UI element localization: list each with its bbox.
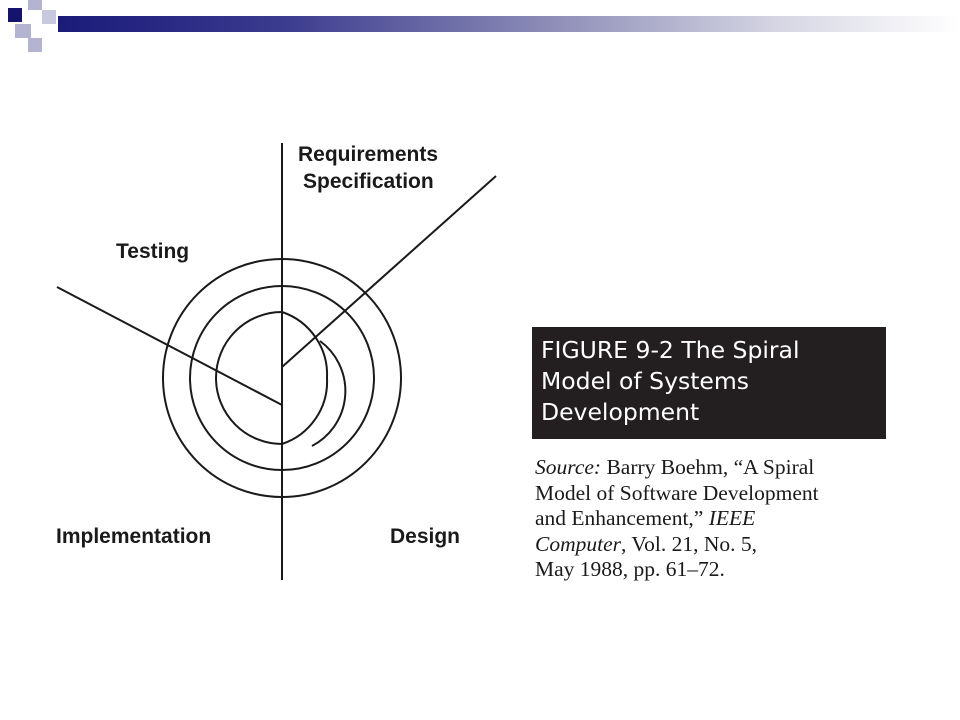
source-line3-text: and Enhancement,”	[535, 506, 709, 530]
source-line1-text: Barry Boehm, “A Spiral	[601, 455, 815, 479]
spiral-center-arc	[311, 340, 347, 447]
requirements-label-line1: Requirements	[298, 143, 439, 166]
figure-caption-line3: Development	[541, 398, 700, 426]
source-journal-part2: Computer	[535, 531, 621, 556]
spiral-arc-right-outer	[281, 258, 402, 498]
header-gradient-bar	[58, 16, 960, 32]
source-line-1: Source: Barry Boehm, “A Spiral	[535, 455, 895, 481]
source-line4-text: , Vol. 21, No. 5,	[621, 531, 757, 556]
header-square-light-3	[42, 10, 56, 24]
spiral-turn-outer	[162, 258, 283, 498]
requirements-spoke-line	[281, 175, 497, 368]
header-square-light-2	[15, 24, 31, 38]
source-journal-part1: IEEE	[708, 506, 756, 530]
testing-spoke-line	[56, 286, 283, 406]
header-square-light-1	[28, 0, 42, 10]
header-square-light-4	[28, 38, 42, 52]
figure-caption-line1: FIGURE 9-2 The Spiral	[541, 336, 800, 364]
source-line-4: Computer, Vol. 21, No. 5,	[535, 532, 895, 558]
spiral-arc-right-inner	[281, 311, 329, 379]
requirements-specification-label: Requirements Specification	[298, 141, 438, 195]
spiral-arc-right-middle	[281, 285, 375, 471]
source-line-2: Model of Software Development	[535, 480, 819, 505]
design-label: Design	[390, 525, 461, 548]
source-line-3: and Enhancement,” IEEE	[535, 506, 895, 532]
figure-caption-line2: Model of Systems	[541, 367, 750, 395]
requirements-label-line2: Specification	[303, 170, 434, 193]
implementation-label: Implementation	[56, 525, 212, 548]
spiral-turn-middle	[189, 285, 283, 471]
header-decoration	[0, 0, 80, 60]
figure-caption: FIGURE 9-2 The Spiral Model of Systems D…	[532, 327, 886, 439]
source-line-5: May 1988, pp. 61–72.	[535, 557, 725, 581]
spiral-turn-inner	[215, 311, 283, 445]
spiral-arc-right-inner-tail	[281, 377, 329, 445]
testing-label: Testing	[116, 240, 190, 263]
source-label: Source:	[535, 455, 602, 479]
source-citation: Source: Barry Boehm, “A Spiral Model of …	[535, 455, 895, 583]
header-square-dark-1	[8, 8, 22, 22]
